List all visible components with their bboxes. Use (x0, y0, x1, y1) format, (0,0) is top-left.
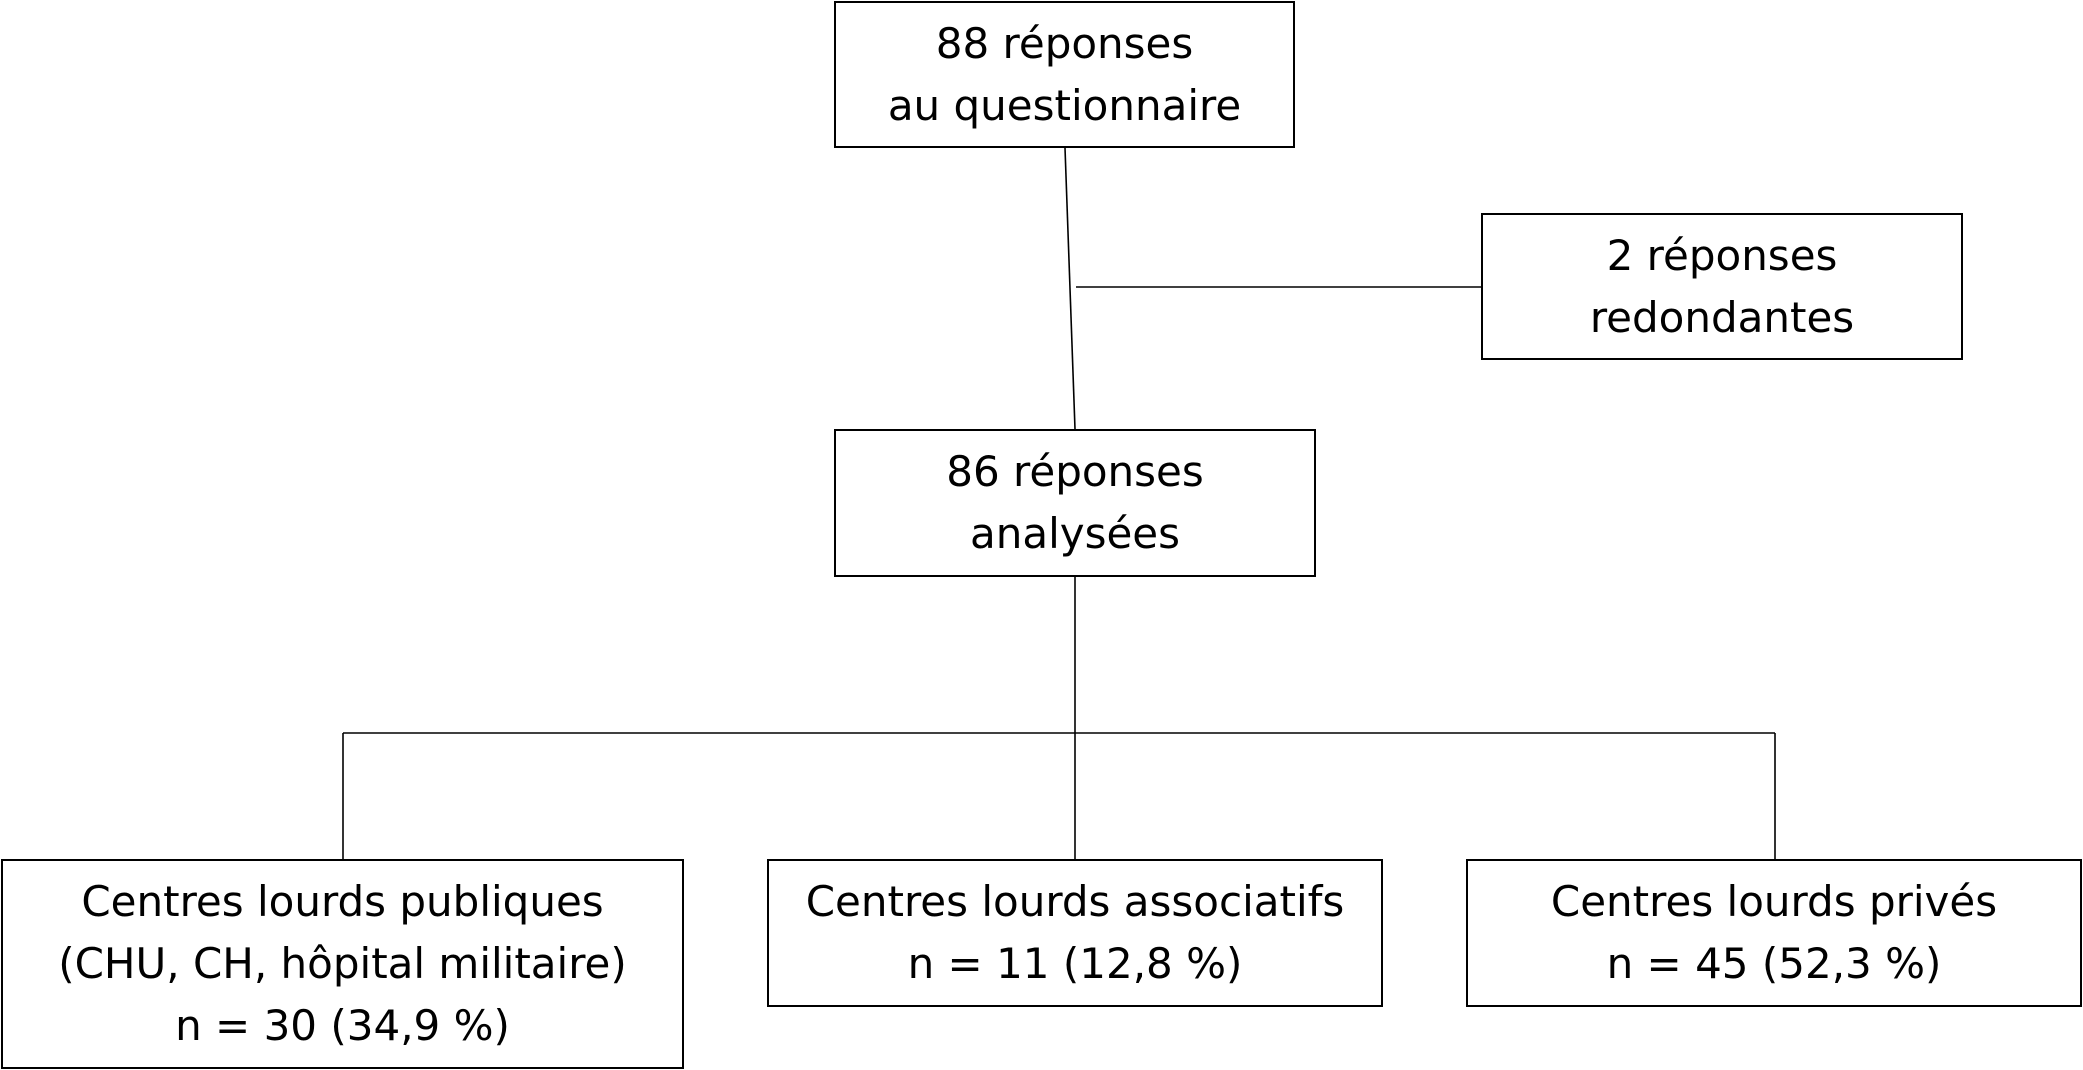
box-private-centers: Centres lourds privés n = 45 (52,3 %) (1466, 859, 2082, 1007)
box-public-line1: Centres lourds publiques (81, 877, 604, 926)
box-analyzed-line1: 86 réponses (946, 447, 1204, 496)
box-public-centers: Centres lourds publiques (CHU, CH, hôpit… (1, 859, 684, 1069)
box-associative-centers: Centres lourds associatifs n = 11 (12,8 … (767, 859, 1383, 1007)
box-total-line2: au questionnaire (887, 80, 1242, 130)
box-public-line3: n = 30 (34,9 %) (175, 1001, 510, 1050)
box-assoc-line1: Centres lourds associatifs (805, 877, 1345, 926)
connector-total-to-analyzed (1064, 147, 1076, 430)
box-total-responses: 88 réponses au questionnaire (834, 1, 1295, 148)
box-total-line1: 88 réponses (935, 18, 1194, 68)
box-public-line2: (CHU, CH, hôpital militaire) (58, 939, 627, 988)
box-excluded-line2: redondantes (1589, 292, 1855, 342)
box-private-line1: Centres lourds privés (1550, 877, 1998, 926)
box-assoc-line2: n = 11 (12,8 %) (907, 939, 1243, 988)
box-analyzed-responses: 86 réponses analysées (834, 429, 1316, 577)
box-excluded-responses: 2 réponses redondantes (1481, 213, 1963, 360)
box-private-line2: n = 45 (52,3 %) (1606, 939, 1942, 988)
box-analyzed-line2: analysées (969, 509, 1181, 558)
box-excluded-line1: 2 réponses (1606, 230, 1838, 280)
